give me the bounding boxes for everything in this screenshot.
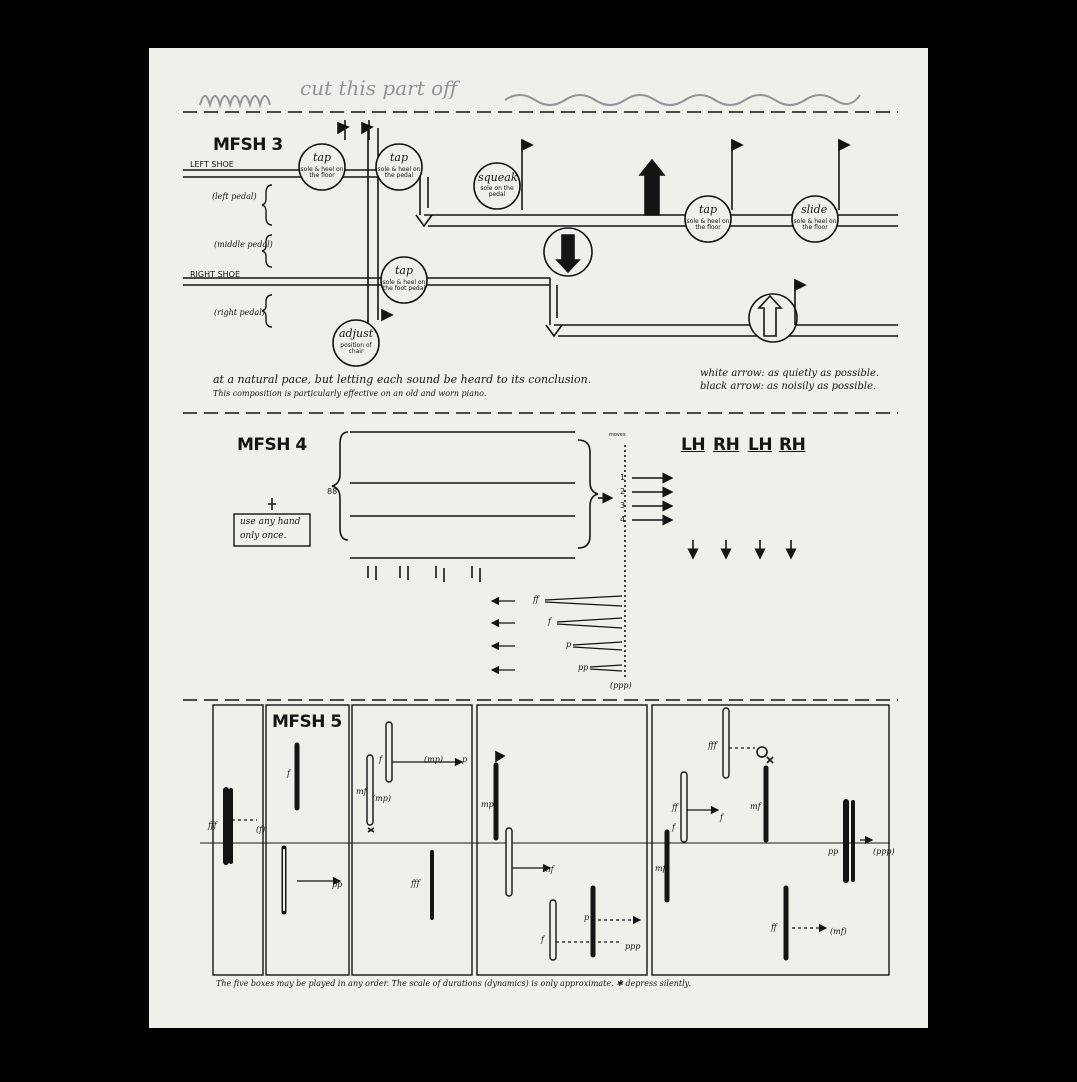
left-pedal-label: (left pedal) (212, 192, 257, 201)
box5-ppp: (ppp) (873, 847, 895, 856)
box4-mp: mp (481, 800, 494, 809)
box5-f: f (720, 813, 723, 822)
right-shoe-label: RIGHT SHOE (190, 270, 241, 279)
event-slide-word: slide (801, 203, 828, 216)
dashed-separator (183, 111, 898, 701)
hand-header-lh-2: LH (748, 435, 773, 455)
event-squeak-desc: sole on the pedal (480, 185, 514, 198)
dynamic-ppp: (ppp) (610, 681, 632, 690)
moves-label: moves (609, 432, 626, 438)
move-2: 2 (620, 487, 626, 496)
box2-f: f (287, 769, 290, 778)
right-pedal-label: (right pedal) (214, 308, 265, 317)
box5-mf: mf (750, 802, 761, 811)
flag-marks (337, 120, 851, 325)
event-tap-4-word: tap (395, 264, 414, 277)
mfsh3-title: MFSH 3 (213, 135, 283, 155)
mfsh4-staff (233, 431, 614, 559)
box5-ff: ff (672, 803, 678, 812)
box3-mp: (mp) (424, 755, 443, 764)
box4-mf: mf (543, 865, 554, 874)
pedal-braces (261, 184, 273, 328)
dynamic-ff: ff (533, 595, 539, 604)
legend-white-arrow: white arrow: as quietly as possible. (700, 368, 880, 379)
mfsh4-title: MFSH 4 (237, 435, 307, 455)
box1-fff: fff (208, 821, 217, 830)
hand-header-rh-1: RH (713, 435, 740, 455)
event-tap-3-desc: sole & heel on the floor (686, 218, 730, 231)
event-squeak-word: squeak (478, 171, 518, 184)
box5-mf-2: mf (655, 864, 666, 873)
event-tap-1-desc: sole & heel on the floor (300, 166, 344, 179)
event-tap-2-desc: sole & heel on the pedal (377, 166, 421, 179)
move-3: 3 (620, 501, 626, 510)
box3-p: p (462, 755, 468, 764)
silent-marks (367, 746, 774, 833)
pianist-note-line-1: use any hand (240, 517, 301, 527)
move-1: 1 (620, 473, 626, 482)
middle-pedal-label: (middle pedal) (214, 240, 273, 249)
duration-arrows (232, 747, 874, 943)
noise-arrows (555, 158, 783, 337)
box5-mf-3: (mf) (830, 927, 847, 936)
pencil-scribble (199, 94, 861, 109)
box5-fff: fff (708, 741, 717, 750)
box5-pp: pp (828, 847, 839, 856)
dynamics-wedges (490, 595, 623, 675)
mfsh5-footer: The five boxes may be played in any orde… (216, 979, 691, 988)
event-adjust-word: adjust (339, 327, 374, 340)
event-tap-2-word: tap (390, 151, 409, 164)
dynamic-f: f (548, 617, 551, 626)
box5-f-2: f (672, 823, 675, 832)
duration-bars (223, 742, 855, 961)
dynamic-pp: pp (578, 663, 589, 672)
hand-down-arrows (687, 540, 797, 560)
hand-header-rh-2: RH (779, 435, 806, 455)
box3-mf: mf (356, 787, 367, 796)
box3-fff: fff (411, 879, 420, 888)
box5-ff-2: ff (771, 923, 777, 932)
left-shoe-label: LEFT SHOE (190, 160, 234, 169)
box4-p: p (584, 913, 590, 922)
box2-pp: pp (332, 880, 343, 889)
box3-f: f (379, 755, 382, 764)
box1-f: (f) (256, 825, 266, 834)
key-symbols (367, 566, 481, 582)
box3-mp-2: (mp) (372, 794, 391, 803)
mfsh3-remark: This composition is particularly effecti… (213, 389, 487, 398)
mfsh5-boxes (200, 704, 890, 976)
move-4: 4 (620, 515, 626, 524)
hand-header-lh-1: LH (681, 435, 706, 455)
box4-f: f (541, 935, 544, 944)
hollow-bars (366, 707, 730, 961)
event-slide-desc: sole & heel on the floor (793, 218, 837, 231)
event-tap-3-word: tap (699, 203, 718, 216)
event-tap-1-word: tap (313, 151, 332, 164)
dynamic-p: p (566, 640, 572, 649)
box4-ppp: ppp (625, 942, 641, 951)
legend-black-arrow: black arrow: as noisily as possible. (700, 381, 877, 392)
mfsh5-title: MFSH 5 (272, 712, 342, 732)
event-tap-4-desc: sole & heel on the foot pedal (382, 279, 426, 292)
moves-axis (624, 445, 674, 678)
event-adjust-desc: position of chair (340, 342, 372, 355)
mfsh3-instruction: at a natural pace, but letting each soun… (213, 373, 592, 386)
cut-note: cut this part off (300, 76, 458, 100)
pianist-note-line-2: only once. (240, 531, 287, 541)
staff-number: 88 (327, 487, 338, 496)
